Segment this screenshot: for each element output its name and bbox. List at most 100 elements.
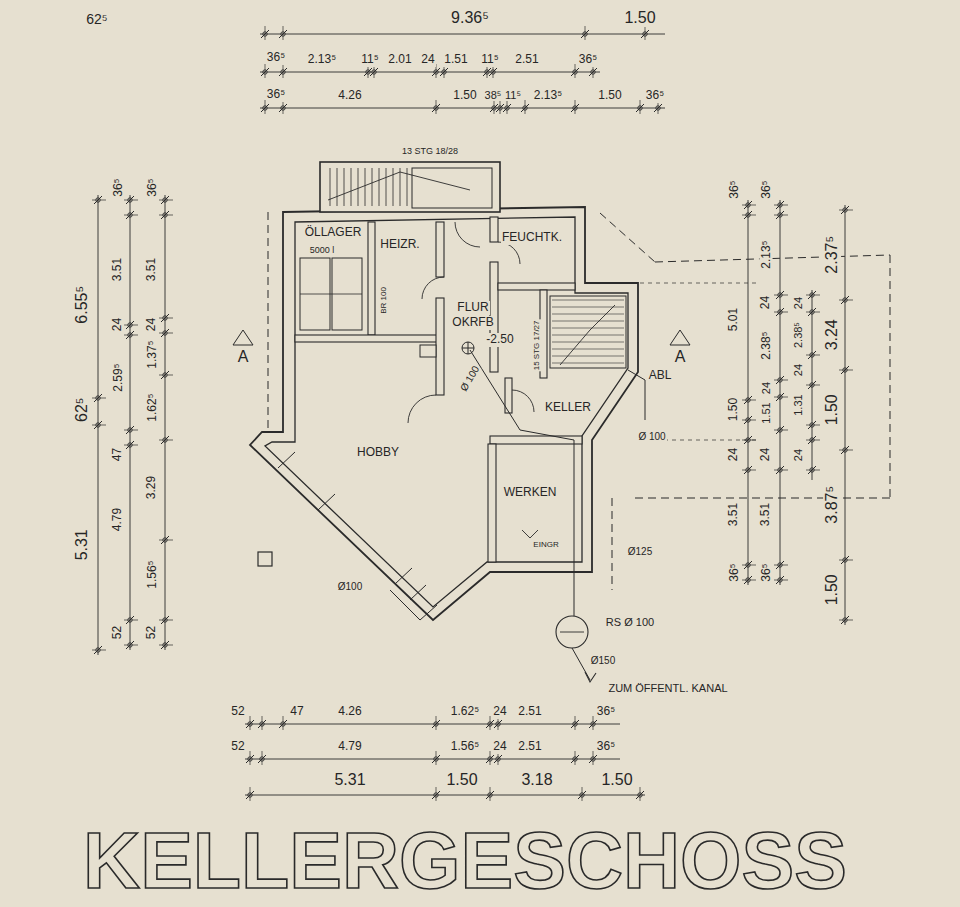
dimension-text: 3.51 [111,257,124,282]
extension-line [283,716,284,730]
extension-line [436,751,437,765]
level-marker [462,342,474,354]
extension-line [582,787,583,801]
dimension-text: 2.51 [517,740,542,753]
dimension-text: 4.26 [337,705,362,718]
dimension-text: 1.50 [823,573,841,606]
interior-wall [490,436,582,444]
dimension-text: 36⁵ [759,563,772,583]
extension-line [159,318,173,319]
extension-line [265,26,266,40]
section-marker [670,330,690,345]
dimension-text: 2.38⁵ [792,321,804,349]
room-note: BR 100 [380,286,389,315]
dimension-text: 36⁵ [645,89,665,102]
dimension-text: 4.26 [337,89,362,102]
extension-line [575,716,576,730]
extension-line [774,295,788,296]
room-name: KELLER [544,401,592,414]
extension-line [262,716,263,730]
dimension-text: 36⁵ [727,563,740,583]
extension-line [774,430,788,431]
stair-step [386,168,387,206]
dimension-text: 1.56⁵ [145,560,158,590]
dimension-text: 2.38⁵ [759,331,772,361]
extension-line [774,312,788,313]
extension-line [806,470,820,471]
dimension-text: 62⁵ [73,397,91,423]
chimney [420,345,436,357]
extension-line [839,210,853,211]
outer-wall [250,207,638,620]
extension-line [283,100,284,114]
stair-landing [412,168,492,208]
dimension-text: 47 [289,705,304,718]
dimension-text: 11⁵ [360,53,379,66]
section-marker [233,330,253,345]
extension-line [262,751,263,765]
extension-line [159,645,173,646]
extension-line [806,355,820,356]
drain-pipe [628,370,645,420]
dimension-line [260,34,665,35]
upper-floor-outline [612,498,613,590]
extension-line [742,215,756,216]
stair-step [379,168,380,206]
extension-line [159,215,173,216]
sheet-title: KELLERGESCHOSS [83,821,847,900]
extension-line [806,425,820,426]
dimension-text: 36⁵ [596,705,616,718]
window-mark [278,452,426,600]
upper-floor-outline [600,213,655,262]
dimension-text: 24 [492,740,507,753]
room-name: ÖLLAGER [304,226,363,239]
extension-line [265,64,266,78]
room-note: 5000 l [309,246,336,256]
dimension-line [748,200,749,585]
dimension-text: 4.79 [111,507,124,532]
pipe-label: ZUM ÖFFENTL. KANAL [607,682,728,694]
room-name: FEUCHTK. [501,231,563,244]
stair-step [344,168,345,206]
pipe-label: Ø125 [627,546,653,557]
extension-line [742,565,756,566]
dimension-text: 1.51 [760,401,772,424]
stair-step [552,300,624,301]
dimension-line [260,72,600,73]
stair-note: 15 STG 17/27 [533,319,542,371]
pipe-label: Ø150 [590,655,616,666]
room-name: HOBBY [356,446,400,459]
dimension-text: 11⁵ [480,53,499,66]
dimension-text: 24 [792,363,804,377]
external-stair [320,162,500,212]
dimension-text: 3.51 [759,502,772,527]
stair-step [552,321,624,322]
dimension-text: 1.37⁵ [145,340,158,370]
extension-line [575,100,576,114]
stair-step [552,314,624,315]
extension-line [806,385,820,386]
dimension-text: 36⁵ [266,51,286,64]
extension-line [774,470,788,471]
upper-floor-outline [630,498,890,499]
pipe-label: RS Ø 100 [605,616,655,628]
extension-line [92,200,106,201]
extension-line [774,205,788,206]
extension-line [742,205,756,206]
stair-step [552,363,624,364]
dimension-text: 1.31 [792,393,804,416]
extension-line [124,215,138,216]
stair-step [351,168,352,206]
room-name: HEIZR. [379,238,420,251]
extension-line [839,300,853,301]
extension-line [585,26,586,40]
pipe-label: Ø100 [337,581,363,592]
dimension-text: 11⁵ [504,89,522,101]
room-name: OKRFB [451,316,494,329]
extension-line [839,620,853,621]
arrow-head [585,672,596,682]
extension-line [159,620,173,621]
dimension-text: 3.51 [727,502,740,527]
light-well [258,552,272,566]
dimension-line [780,200,781,585]
